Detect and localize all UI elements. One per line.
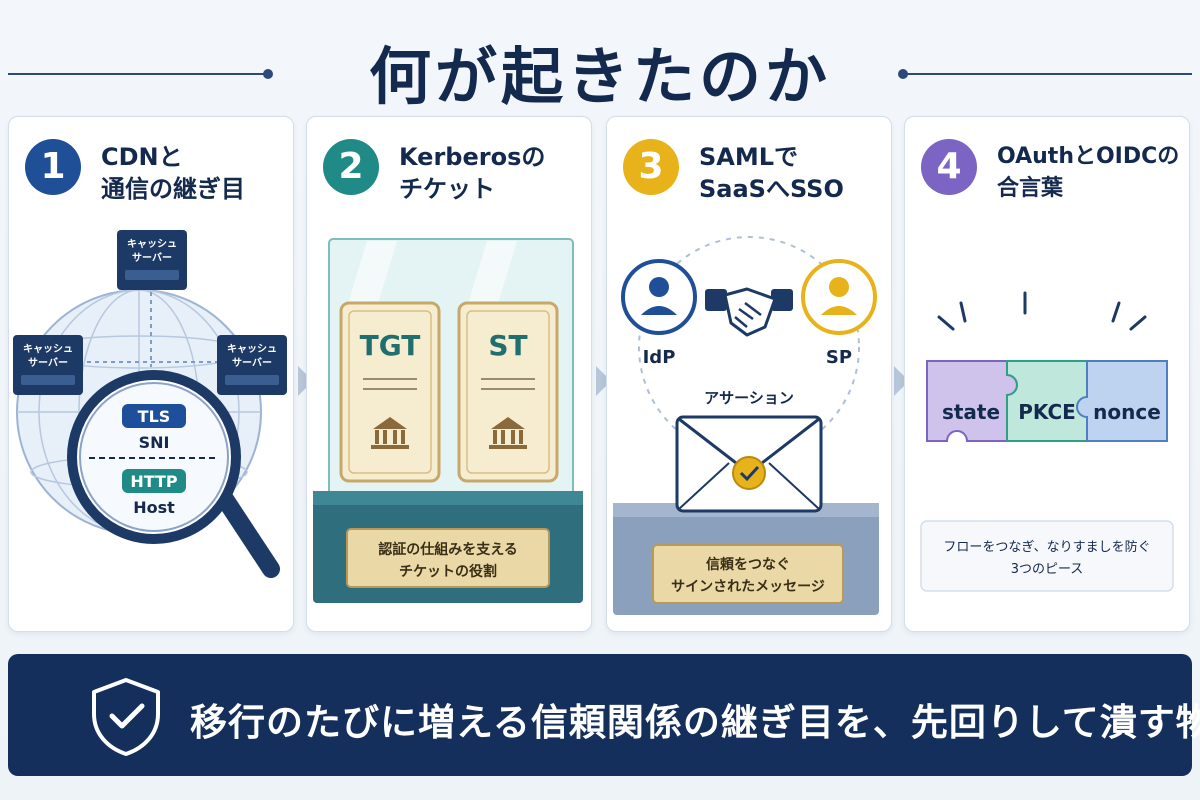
lens-sni: SNI [139, 433, 170, 452]
title-dot-left [263, 69, 273, 79]
title-rule-left [8, 73, 270, 75]
ticket-tgt-label: TGT [360, 329, 421, 362]
server-icon: キャッシュ サーバー [13, 335, 83, 395]
ticket-st-label: ST [488, 329, 527, 362]
step-number-2: 2 [323, 139, 379, 195]
panel-oauth: 4 OAuthとOIDCの 合言葉 state PKCE nonce フローをつ… [904, 116, 1190, 632]
title-rule-right [902, 73, 1192, 75]
party-sp: SP [826, 347, 852, 368]
plaque: 信頼をつなぐ サインされたメッセージ [652, 544, 844, 604]
person-icon [621, 259, 697, 335]
panel-title-kerberos: Kerberosの チケット [399, 143, 546, 203]
panel-title-saml: SAMLで SaaSへSSO [699, 143, 844, 203]
seal-check-icon [732, 456, 766, 490]
panel-saml: 3 SAMLで SaaSへSSO IdP SP アサーション [606, 116, 892, 632]
panel-title-cdn: CDNと 通信の継ぎ目 [101, 143, 245, 203]
step-number-1: 1 [25, 139, 81, 195]
saml-illustration: IdP SP アサーション 信頼をつなぐ サインされたメッセ [613, 236, 879, 615]
spark-lines [937, 291, 1147, 331]
server-label-top-line2: サーバー [132, 252, 172, 264]
puzzle-icon: nonce [1076, 360, 1168, 442]
plaque-line-2: チケットの役割 [399, 563, 497, 580]
server-icon: キャッシュ サーバー [217, 335, 287, 395]
magnifier-icon: TLS SNI HTTP Host [67, 370, 280, 578]
caption-box: フローをつなぎ、なりすましを防ぐ 3つのピース [920, 520, 1174, 592]
bank-icon [371, 417, 409, 449]
plaque-line-1: 信頼をつなぐ [706, 556, 790, 573]
lens-host: Host [133, 498, 175, 517]
party-idp: IdP [643, 347, 676, 368]
piece-state: state [942, 400, 1000, 424]
bank-icon [489, 417, 527, 449]
plaque-line-2: サインされたメッセージ [671, 579, 825, 595]
panel-kerberos: 2 Kerberosの チケット TGT [306, 116, 592, 632]
puzzle-icon: state [926, 360, 1018, 442]
shield-check-icon [92, 678, 160, 756]
panel-title-oauth: OAuthとOIDCの 合言葉 [997, 144, 1180, 201]
lens-http: HTTP [130, 472, 178, 491]
summary-text: 移行のたびに増える信頼関係の継ぎ目を、先回りして潰す物語 [190, 701, 1200, 744]
caption-line-1: フローをつなぎ、なりすましを防ぐ [943, 539, 1150, 555]
server-label-left-line1: キャッシュ [23, 343, 73, 355]
piece-nonce: nonce [1093, 400, 1161, 424]
kerberos-illustration: TGT ST [313, 238, 583, 603]
page-title: 何が起きたのか [368, 40, 831, 113]
server-label-right-line1: キャッシュ [227, 343, 277, 355]
piece-pkce: PKCE [1018, 400, 1076, 424]
server-label-top-line1: キャッシュ [127, 238, 177, 250]
oauth-illustration: state PKCE nonce フローをつなぎ、なりすましを防ぐ 3つのピース [920, 291, 1174, 592]
server-label-left-line2: サーバー [28, 357, 68, 369]
step-number-3: 3 [623, 139, 679, 195]
plaque: 認証の仕組みを支える チケットの役割 [346, 528, 550, 588]
panel-cdn: 1 CDNと 通信の継ぎ目 キャッシュ サーバー キャッシュ サーバー [8, 116, 294, 632]
cdn-illustration: キャッシュ サーバー キャッシュ サーバー キャッシュ サーバー TLS SNI [13, 230, 287, 578]
person-icon [801, 259, 877, 335]
ticket-st: ST [457, 301, 559, 483]
assertion-label: アサーション [704, 389, 794, 407]
server-label-right-line2: サーバー [232, 357, 272, 369]
step-number-4: 4 [921, 139, 977, 195]
caption-line-2: 3つのピース [1011, 562, 1084, 577]
puzzle-icon: PKCE [1006, 360, 1088, 442]
handshake-icon [705, 287, 793, 337]
summary-banner: 移行のたびに増える信頼関係の継ぎ目を、先回りして潰す物語 [8, 654, 1200, 776]
ticket-tgt: TGT [339, 301, 441, 483]
server-icon: キャッシュ サーバー [117, 230, 187, 290]
header: 何が起きたのか [0, 18, 1200, 113]
plaque-line-1: 認証の仕組みを支える [378, 541, 518, 558]
lens-tls: TLS [138, 407, 171, 426]
